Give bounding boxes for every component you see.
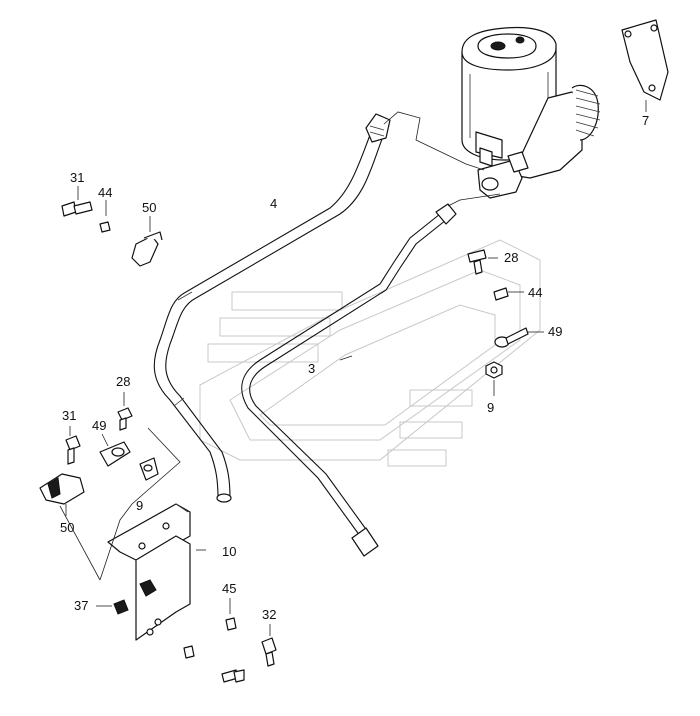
callout-32: 32 xyxy=(262,607,276,622)
callout-9-right: 9 xyxy=(487,400,494,415)
gasket-icon xyxy=(621,19,669,112)
callout-28-left: 28 xyxy=(116,374,130,389)
callout-7: 7 xyxy=(642,113,649,128)
bolt-icon xyxy=(221,669,245,683)
callout-50-left: 50 xyxy=(60,520,74,535)
watermark xyxy=(199,239,541,467)
callout-44-right: 44 xyxy=(528,285,542,300)
tube-leader xyxy=(339,355,353,361)
mounting-plate-icon xyxy=(59,427,206,641)
callout-3: 3 xyxy=(308,361,315,376)
bolt-icon xyxy=(61,186,93,217)
washer-icon xyxy=(493,287,524,301)
nut-icon xyxy=(139,579,157,597)
callout-31-left: 31 xyxy=(62,408,76,423)
hose-icon xyxy=(153,111,485,503)
callout-10: 10 xyxy=(222,544,236,559)
callout-45: 45 xyxy=(222,581,236,596)
washer-icon xyxy=(183,645,195,659)
clamp-icon xyxy=(494,327,544,348)
callout-31-top: 31 xyxy=(70,170,84,185)
callout-49-left: 49 xyxy=(92,418,106,433)
nut-icon xyxy=(485,361,503,396)
bolt-icon xyxy=(261,624,277,667)
bolt-icon xyxy=(467,249,498,275)
callout-28-right: 28 xyxy=(504,250,518,265)
nut-icon xyxy=(96,599,129,615)
nut-icon xyxy=(139,457,159,481)
callout-49-right: 49 xyxy=(548,324,562,339)
tube-icon xyxy=(241,193,501,557)
callout-50-top: 50 xyxy=(142,200,156,215)
callout-9-left: 9 xyxy=(136,498,143,513)
power-steering-pump-icon xyxy=(461,26,601,199)
washer-icon xyxy=(99,200,111,233)
washer-icon xyxy=(225,598,237,631)
callout-labels: 31 44 50 4 7 28 44 49 3 9 28 31 49 9 50 … xyxy=(60,113,649,622)
callout-4: 4 xyxy=(270,196,277,211)
bolt-icon xyxy=(117,392,133,431)
callout-37: 37 xyxy=(74,598,88,613)
callout-44-top: 44 xyxy=(98,185,112,200)
bracket-icon xyxy=(39,473,85,516)
bolt-icon xyxy=(65,426,81,465)
clamp-icon xyxy=(99,433,131,467)
bracket-icon xyxy=(131,216,163,267)
